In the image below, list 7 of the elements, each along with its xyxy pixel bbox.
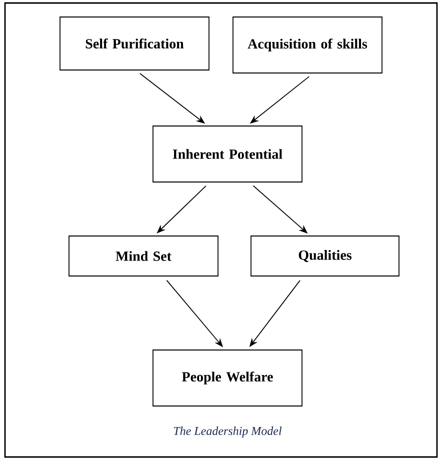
- process-box: Inherent Potential: [152, 126, 302, 182]
- process-box: Self Purification: [60, 16, 210, 70]
- caption: The Leadership Model: [174, 426, 282, 438]
- process-box: Acquisition of skills: [232, 16, 382, 74]
- process-box: Qualities: [250, 236, 400, 276]
- process-box: Mind Set: [68, 236, 218, 276]
- process-box: People Welfare: [152, 350, 302, 406]
